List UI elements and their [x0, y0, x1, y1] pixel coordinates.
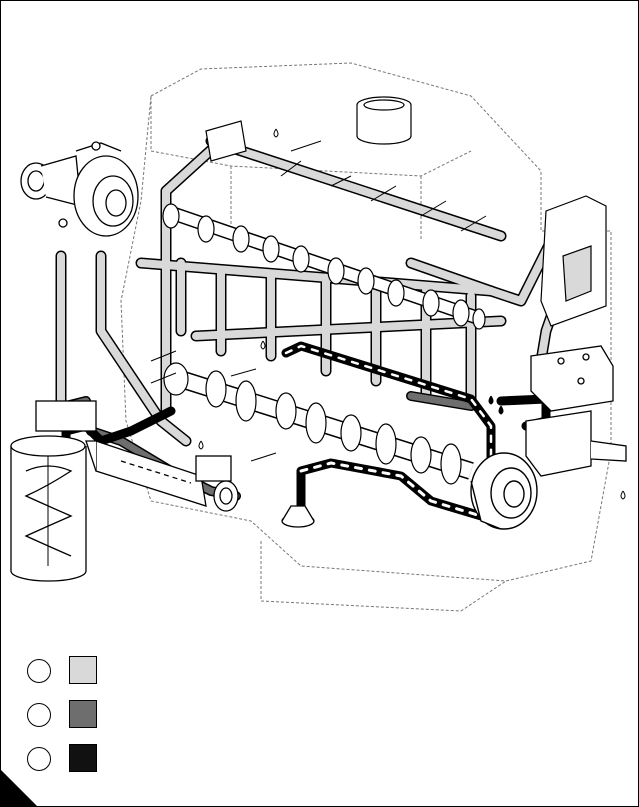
engine-lubrication-diagram: [10, 62, 627, 612]
engine-block-outline-icon: [120, 62, 612, 612]
legend-circle-1: [27, 659, 51, 683]
legend-swatch-high-pressure: [69, 744, 97, 772]
page-corner-mark: [1, 770, 37, 806]
camshaft-icon: [162, 203, 486, 330]
rocker-shaft-gallery-icon: [205, 120, 607, 327]
legend-circle-3: [27, 747, 51, 771]
legend-circle-2: [27, 703, 51, 727]
low-pressure-oil-passages: [55, 135, 587, 447]
legend-item-3: [27, 744, 127, 776]
turbocharger-icon: [20, 141, 139, 237]
flow-arrows: [150, 140, 487, 462]
oil-pump-icon: [470, 452, 538, 530]
oil-filter-icon: [10, 400, 97, 582]
oil-cooler-icon: [85, 440, 239, 512]
crankshaft-icon: [163, 362, 474, 485]
legend-item-1: [27, 656, 127, 688]
legend-item-2: [27, 700, 127, 732]
legend-swatch-medium-pressure: [69, 700, 97, 728]
oil-pickup-strainer-icon: [281, 505, 315, 528]
legend-swatch-low-pressure: [69, 656, 97, 684]
oil-drip-icon: [198, 128, 626, 500]
oil-filler-cap-icon: [356, 96, 412, 145]
air-compressor-icon: [525, 345, 627, 477]
